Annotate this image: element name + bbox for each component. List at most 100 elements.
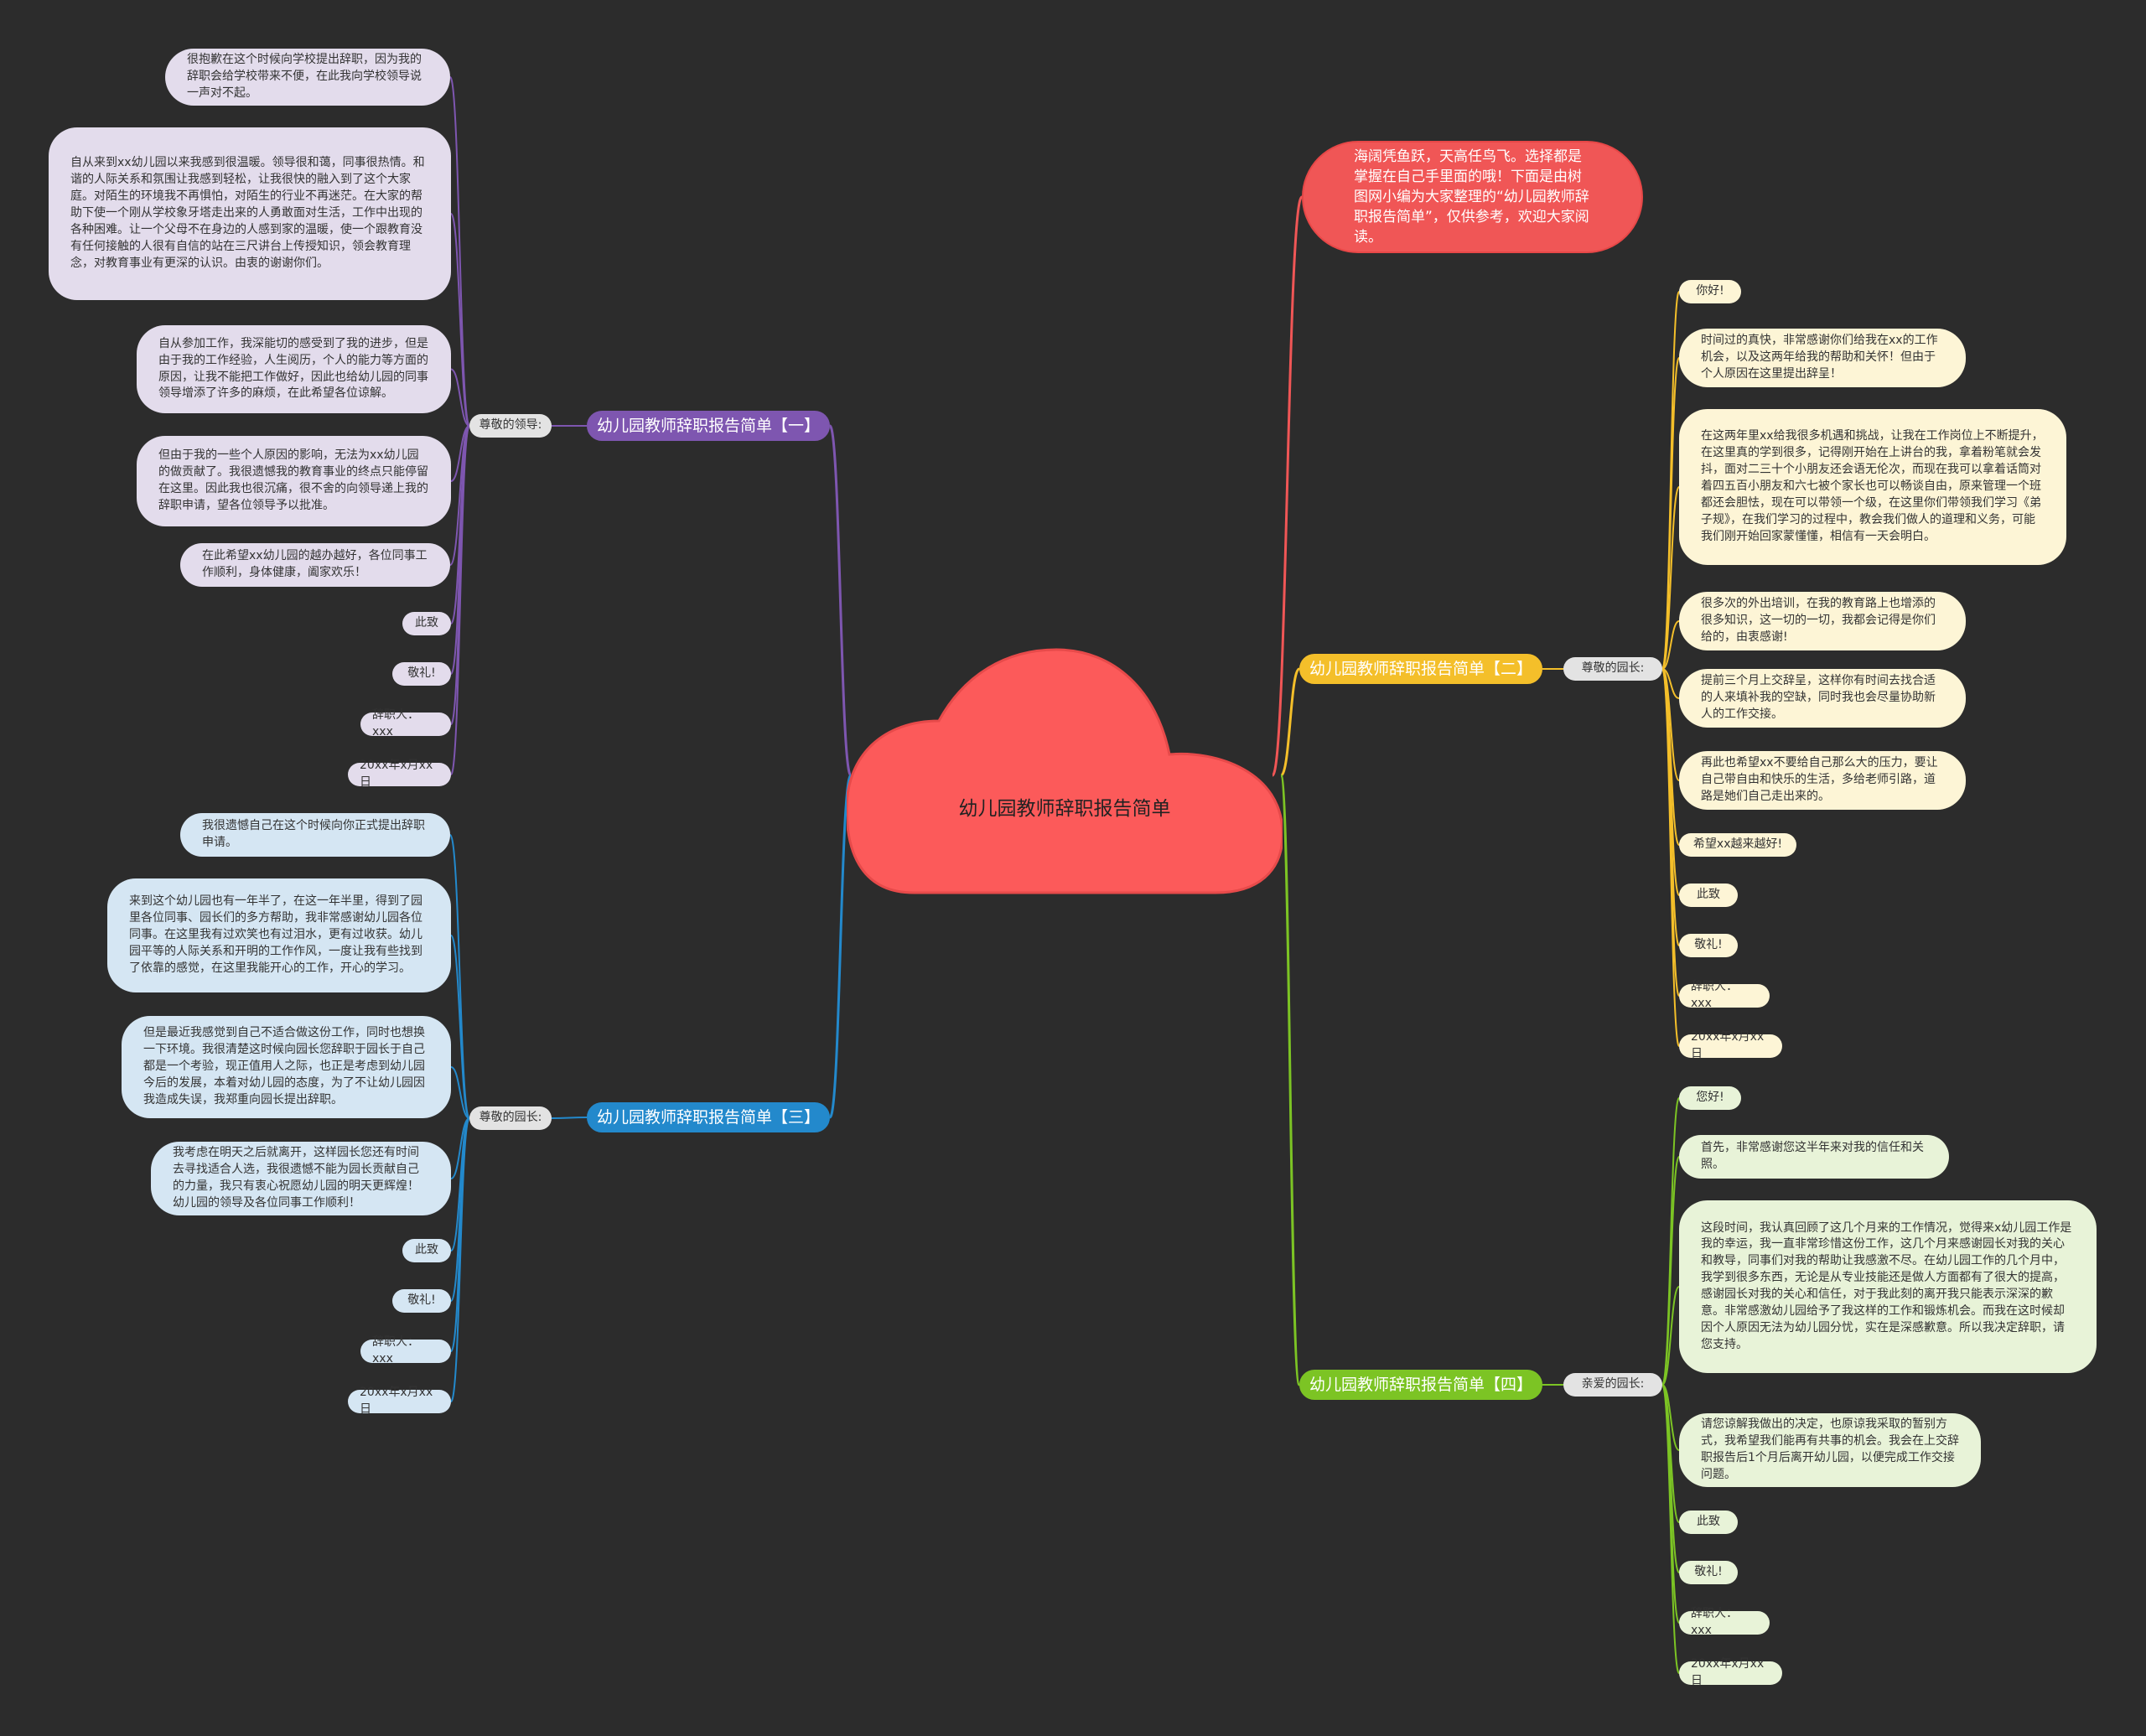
leaf-b2-3-text: 很多次的外出培训，在我的教育路上也增添的很多知识，这一切的一切，我都会记得是你们… (1701, 597, 1936, 644)
leaf-b1-2-text: 自从参加工作，我深能切的感受到了我的进步，但是由于我的工作经验，人生阅历，个人的… (158, 336, 428, 401)
leaf-b2-8[interactable]: 敬礼! (1679, 934, 1738, 957)
leaf-b4-5-text: 敬礼! (1694, 1565, 1723, 1579)
tag-b4[interactable]: 亲爱的园长: (1563, 1373, 1662, 1397)
leaf-b1-1-text: 自从来到xx幼儿园以来我感到很温暖。领导很和蔼，同事很热情。和谐的人际关系和氛围… (70, 156, 425, 270)
branch-b2-text: 幼儿园教师辞职报告简单【二】 (1309, 659, 1532, 678)
leaf-b2-3[interactable]: 很多次的外出培训，在我的教育路上也增添的很多知识，这一切的一切，我都会记得是你们… (1679, 592, 1966, 650)
leaf-b2-8-text: 敬礼! (1694, 938, 1723, 952)
leaf-b2-7-text: 此致 (1697, 888, 1720, 902)
leaf-b4-1-text: 首先，非常感谢您这半年来对我的信任和关照。 (1701, 1141, 1924, 1171)
branch-connector (1279, 774, 1301, 1386)
leaf-b3-7[interactable]: 20xx年x月xx日 (348, 1386, 451, 1416)
intro-bubble[interactable]: 海阔凭鱼跃，天高任鸟飞。选择都是掌握在自己手里面的哦！下面是由树图网小编为大家整… (1302, 141, 1643, 253)
leaf-b1-3[interactable]: 但由于我的一些个人原因的影响，无法为xx幼儿园的做贡献了。我很遗憾我的教育事业的… (137, 436, 451, 526)
leaf-b4-2[interactable]: 这段时间，我认真回顾了这几个月来的工作情况，觉得来x幼儿园工作是我的幸运，我一直… (1679, 1200, 2097, 1373)
leaf-b3-2[interactable]: 但是最近我感觉到自己不适合做这份工作，同时也想换一下环境。我很清楚这时候向园长您… (122, 1016, 451, 1118)
leaf-b4-6[interactable]: 辞职人：xxx (1679, 1607, 1770, 1637)
leaf-b2-5-text: 再此也希望xx不要给自己那么大的压力，要让自己带自由和快乐的生活，多给老师引路，… (1701, 756, 1938, 803)
leaf-connector (1661, 1156, 1680, 1386)
leaf-b4-4[interactable]: 此致 (1679, 1511, 1738, 1534)
leaf-connector (450, 1117, 470, 1179)
tag-b3-text: 尊敬的园长: (479, 1111, 542, 1125)
leaf-b1-7[interactable]: 辞职人：xxx (360, 708, 451, 738)
leaf-b1-3-text: 但由于我的一些个人原因的影响，无法为xx幼儿园的做贡献了。我很遗憾我的教育事业的… (158, 448, 428, 512)
tag-b1-text: 尊敬的领导: (479, 418, 542, 433)
leaf-b3-0[interactable]: 我很遗憾自己在这个时候向你正式提出辞职申请。 (180, 813, 450, 857)
tag-b2[interactable]: 尊敬的园长: (1563, 657, 1662, 681)
leaf-b3-5[interactable]: 敬礼! (392, 1289, 451, 1313)
leaf-b1-0[interactable]: 很抱歉在这个时候向学校提出辞职，因为我的辞职会给学校带来不便，在此我向学校领导说… (165, 49, 450, 106)
branch-b4[interactable]: 幼儿园教师辞职报告简单【四】 (1299, 1370, 1542, 1400)
leaf-b2-9[interactable]: 辞职人：xxx (1679, 980, 1770, 1010)
central-cloud[interactable] (847, 645, 1283, 897)
tag-b3[interactable]: 尊敬的园长: (469, 1106, 552, 1130)
leaf-b2-7[interactable]: 此致 (1679, 884, 1738, 907)
branch-b3-text: 幼儿园教师辞职报告简单【三】 (596, 1107, 820, 1127)
leaf-b1-5-text: 此致 (415, 616, 438, 630)
leaf-connector (1661, 668, 1680, 1047)
leaf-b1-6[interactable]: 敬礼! (392, 662, 451, 686)
leaf-b1-4-text: 在此希望xx幼儿园的越办越好，各位同事工作顺利，身体健康，阖家欢乐！ (202, 549, 428, 579)
leaf-b3-5-text: 敬礼! (407, 1293, 436, 1308)
leaf-connector (449, 76, 470, 427)
leaf-b4-1[interactable]: 首先，非常感谢您这半年来对我的信任和关照。 (1679, 1135, 1949, 1179)
leaf-b4-5[interactable]: 敬礼! (1679, 1561, 1738, 1584)
leaf-b1-4[interactable]: 在此希望xx幼儿园的越办越好，各位同事工作顺利，身体健康，阖家欢乐！ (180, 543, 450, 587)
leaf-b1-8-text: 20xx年x月xx日 (360, 759, 433, 789)
leaf-b4-2-text: 这段时间，我认真回顾了这几个月来的工作情况，觉得来x幼儿园工作是我的幸运，我一直… (1701, 1220, 2072, 1351)
leaf-b3-6[interactable]: 辞职人：xxx (360, 1335, 451, 1365)
leaf-b2-6-text: 希望xx越来越好! (1692, 837, 1783, 852)
leaf-b1-5[interactable]: 此致 (402, 612, 451, 635)
leaf-b4-7[interactable]: 20xx年x月xx日 (1679, 1657, 1782, 1687)
intro-connector (1271, 195, 1304, 777)
leaf-b2-4[interactable]: 提前三个月上交辞呈，这样你有时间去找合适的人来填补我的空缺，同时我也会尽量协助新… (1679, 669, 1966, 728)
leaf-connector (450, 1066, 470, 1119)
intro-text: 海阔凭鱼跃，天高任鸟飞。选择都是掌握在自己手里面的哦！下面是由树图网小编为大家整… (1354, 148, 1589, 246)
leaf-b2-0-text: 你好! (1696, 284, 1724, 298)
leaf-b3-4-text: 此致 (415, 1243, 438, 1257)
leaf-b3-6-text: 辞职人：xxx (372, 1335, 419, 1365)
leaf-b3-0-text: 我很遗憾自己在这个时候向你正式提出辞职申请。 (202, 819, 425, 849)
branch-b2[interactable]: 幼儿园教师辞职报告简单【二】 (1299, 654, 1542, 684)
branch-connector (828, 424, 853, 777)
leaf-b2-10[interactable]: 20xx年x月xx日 (1679, 1030, 1782, 1060)
branch-b1-text: 幼儿园教师辞职报告简单【一】 (596, 416, 820, 435)
leaf-b4-4-text: 此致 (1697, 1515, 1720, 1529)
leaf-connector (449, 834, 470, 1119)
leaf-b1-6-text: 敬礼! (407, 666, 436, 681)
branch-b3[interactable]: 幼儿园教师辞职报告简单【三】 (587, 1102, 830, 1132)
leaf-b4-3-text: 请您谅解我做出的决定，也原谅我采取的暂别方式，我希望我们能再有共事的机会。我会在… (1701, 1417, 1959, 1481)
leaf-b2-1[interactable]: 时间过的真快，非常感谢你们给我在xx的工作机会，以及这两年给我的帮助和关怀！但由… (1679, 329, 1966, 387)
leaf-b3-1[interactable]: 来到这个幼儿园也有一年半了，在这一年半里，得到了园里各位同事、园长们的多方帮助，… (107, 878, 451, 992)
leaf-b4-0[interactable]: 您好! (1679, 1086, 1741, 1110)
leaf-b1-7-text: 辞职人：xxx (372, 708, 419, 738)
branch-b4-text: 幼儿园教师辞职报告简单【四】 (1309, 1375, 1532, 1394)
leaf-b4-7-text: 20xx年x月xx日 (1691, 1657, 1765, 1687)
leaf-b1-8[interactable]: 20xx年x月xx日 (348, 759, 451, 789)
central-topic[interactable]: 幼儿园教师辞职报告简单 (958, 798, 1171, 820)
leaf-b3-4[interactable]: 此致 (402, 1239, 451, 1262)
tag-b4-text: 亲爱的园长: (1581, 1377, 1645, 1391)
leaf-b1-2[interactable]: 自从参加工作，我深能切的感受到了我的进步，但是由于我的工作经验，人生阅历，个人的… (137, 325, 451, 413)
leaf-b2-0[interactable]: 你好! (1679, 280, 1741, 303)
branch-b1[interactable]: 幼儿园教师辞职报告简单【一】 (587, 411, 830, 441)
leaf-b4-0-text: 您好! (1696, 1091, 1724, 1105)
leaf-b2-2[interactable]: 在这两年里xx给我很多机遇和挑战，让我在工作岗位上不断提升，在这里真的学到很多，… (1679, 409, 2066, 565)
leaf-b2-1-text: 时间过的真快，非常感谢你们给我在xx的工作机会，以及这两年给我的帮助和关怀！但由… (1701, 334, 1938, 381)
leaf-connector (1661, 620, 1680, 670)
tag-b2-text: 尊敬的园长: (1581, 661, 1645, 676)
leaf-b2-10-text: 20xx年x月xx日 (1691, 1030, 1765, 1060)
leaf-b3-2-text: 但是最近我感觉到自己不适合做这份工作，同时也想换一下环境。我很清楚这时候向园长您… (143, 1026, 425, 1106)
leaf-b3-3[interactable]: 我考虑在明天之后就离开，这样园长您还有时间去寻找适合人选，我很遗憾不能为园长贡献… (151, 1142, 451, 1215)
leaf-b1-1[interactable]: 自从来到xx幼儿园以来我感到很温暖。领导很和蔼，同事很热情。和谐的人际关系和氛围… (49, 127, 451, 300)
leaf-b3-3-text: 我考虑在明天之后就离开，这样园长您还有时间去寻找适合人选，我很遗憾不能为园长贡献… (173, 1146, 419, 1210)
leaf-connector (450, 935, 470, 1119)
leaf-connector (450, 213, 470, 427)
tag-b1[interactable]: 尊敬的领导: (469, 414, 552, 438)
leaf-b2-5[interactable]: 再此也希望xx不要给自己那么大的压力，要让自己带自由和快乐的生活，多给老师引路，… (1679, 751, 1966, 810)
leaf-b2-6[interactable]: 希望xx越来越好! (1679, 833, 1796, 857)
leaf-b4-3[interactable]: 请您谅解我做出的决定，也原谅我采取的暂别方式，我希望我们能再有共事的机会。我会在… (1679, 1413, 1981, 1487)
cloud-shape (847, 648, 1283, 894)
leaf-connector (1661, 291, 1680, 670)
